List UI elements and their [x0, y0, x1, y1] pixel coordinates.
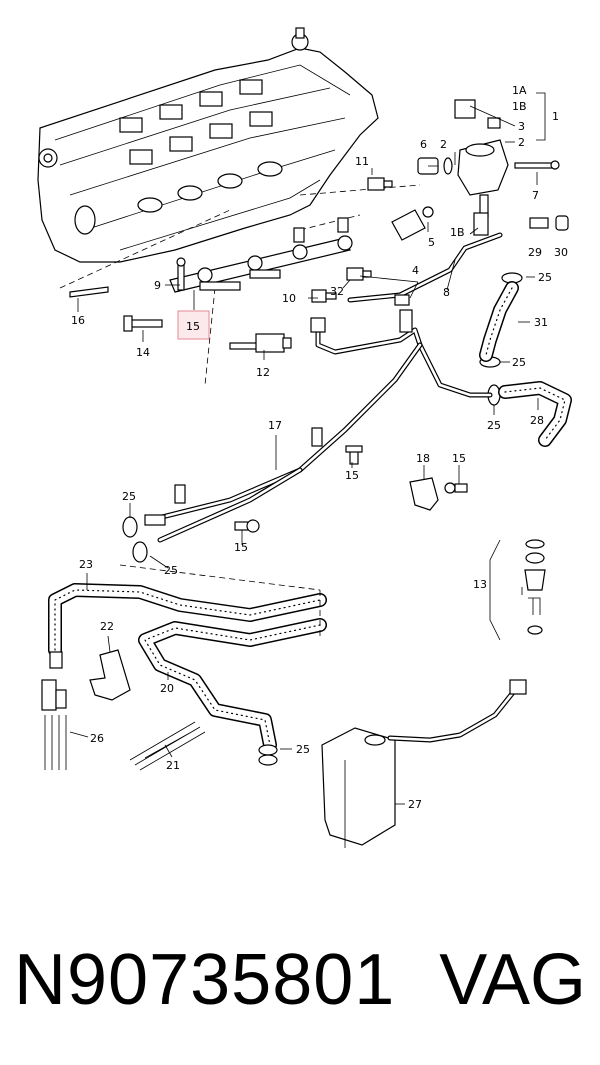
callout-32: 32 — [330, 285, 344, 298]
callout-2b: 2 — [440, 138, 447, 151]
fuel-line-17 — [147, 342, 423, 543]
callout-13: 13 — [473, 578, 487, 591]
callout-30: 30 — [554, 246, 568, 259]
o-ring-2 — [443, 157, 453, 175]
callout-20: 20 — [160, 682, 174, 695]
cap-30 — [555, 215, 569, 231]
callout-6: 6 — [420, 138, 427, 151]
part-number: N90735801 — [14, 940, 396, 1020]
hose-23 — [48, 583, 327, 657]
highlight-box-15 — [177, 310, 210, 340]
clamp-25-left — [122, 514, 166, 563]
callout-3: 3 — [518, 120, 525, 133]
bolt-9 — [176, 257, 186, 291]
leader-lines — [69, 92, 546, 805]
callout-9: 9 — [154, 279, 161, 292]
callout-26: 26 — [90, 732, 104, 745]
bracket-18 — [409, 477, 468, 511]
callout-23: 23 — [79, 558, 93, 571]
fitting-29 — [529, 217, 549, 229]
callout-1B: 1B — [512, 100, 527, 113]
callout-22: 22 — [100, 620, 114, 633]
charcoal-canister-27 — [321, 727, 396, 848]
fuel-line-main — [310, 294, 493, 398]
callout-25-b: 25 — [512, 356, 526, 369]
vent-line — [387, 679, 527, 743]
repair-kit-13 — [489, 539, 546, 641]
callout-labels: 1A 1B 1 3 2 6 2 11 7 1B 5 29 30 4 25 9 3… — [71, 84, 568, 811]
pin-16 — [69, 286, 109, 298]
clamp-25-bottom — [258, 744, 278, 766]
hose-31 — [479, 281, 519, 362]
callout-15-highlight: 15 — [186, 320, 200, 333]
bolt-14 — [123, 315, 163, 332]
callout-7: 7 — [532, 189, 539, 202]
callout-18: 18 — [416, 452, 430, 465]
callout-25-a: 25 — [538, 271, 552, 284]
bolt-15-mid — [345, 445, 363, 465]
callout-28: 28 — [530, 414, 544, 427]
callout-5: 5 — [428, 236, 435, 249]
callout-17: 17 — [268, 419, 282, 432]
callout-16: 16 — [71, 314, 85, 327]
callout-10: 10 — [282, 292, 296, 305]
connector-32 — [346, 267, 372, 281]
callout-15-right: 15 — [452, 452, 466, 465]
callout-25-c: 25 — [487, 419, 501, 432]
callout-8: 8 — [443, 286, 450, 299]
callout-27: 27 — [408, 798, 422, 811]
sensor-12 — [229, 333, 292, 353]
callout-4: 4 — [412, 264, 419, 277]
callout-29: 29 — [528, 246, 542, 259]
cylinder-head — [37, 27, 379, 263]
callout-11: 11 — [355, 155, 369, 168]
callout-1B-lower: 1B — [450, 226, 465, 239]
pressure-sender-5 — [391, 206, 434, 241]
callout-25-f: 25 — [296, 743, 310, 756]
connector-26 — [41, 651, 67, 770]
brand-label: VAG — [439, 940, 586, 1020]
sensor-11 — [367, 177, 393, 191]
hose-28 — [498, 381, 572, 447]
callout-1A: 1A — [512, 84, 527, 97]
sensor-10 — [311, 289, 337, 303]
fuel-rail — [169, 217, 353, 293]
high-pressure-pump-1 — [454, 99, 560, 218]
callout-21: 21 — [166, 759, 180, 772]
bolt-15-lower — [234, 519, 260, 533]
callout-12: 12 — [256, 366, 270, 379]
callout-31: 31 — [534, 316, 548, 329]
callout-15-lower: 15 — [234, 541, 248, 554]
callout-1: 1 — [552, 110, 559, 123]
callout-15-mid: 15 — [345, 469, 359, 482]
callout-14: 14 — [136, 346, 150, 359]
hose-20 — [138, 618, 327, 752]
callout-25-e: 25 — [164, 564, 178, 577]
cable-ties-21 — [129, 721, 206, 771]
callout-25-d: 25 — [122, 490, 136, 503]
parts-diagram: 1A 1B 1 3 2 6 2 11 7 1B 5 29 30 4 25 9 3… — [37, 27, 572, 848]
bracket-22 — [89, 649, 131, 701]
fitting-1B-lower — [473, 212, 489, 236]
fuel-line-8 — [347, 232, 503, 303]
callout-2: 2 — [518, 136, 525, 149]
